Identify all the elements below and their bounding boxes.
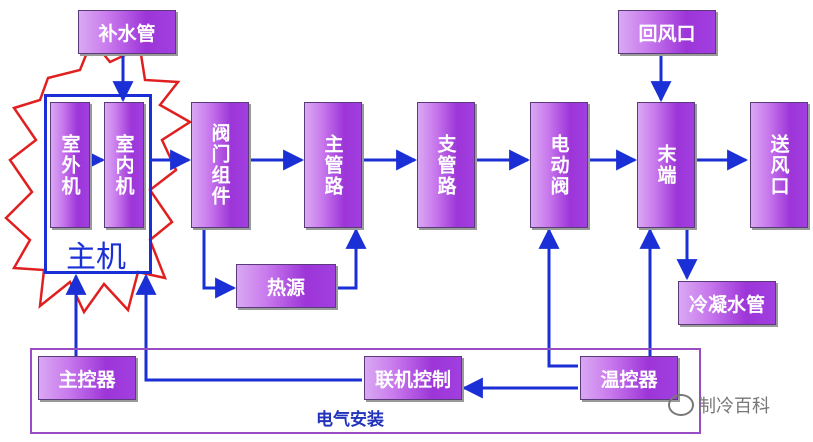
host-frame <box>44 94 152 274</box>
node-supply-air: 送风口 <box>750 102 808 228</box>
node-main-controller: 主控器 <box>38 356 136 400</box>
node-heat-source: 热源 <box>236 264 336 308</box>
wechat-icon <box>668 394 694 416</box>
electrical-install-label: 电气安装 <box>316 410 384 430</box>
arrow-valve-to-heatsource <box>202 228 237 299</box>
node-outdoor-unit: 室外机 <box>50 102 90 228</box>
watermark-text: 制冷百科 <box>698 396 770 417</box>
node-indoor-unit: 室内机 <box>104 102 144 228</box>
arrow-thermostat-to-motorvalve <box>538 227 578 368</box>
node-motorized-valve: 电动阀 <box>530 102 588 228</box>
node-valve-group: 阀门组件 <box>191 102 249 228</box>
watermark: 制冷百科 <box>668 392 770 418</box>
arrow-linkage-to-host <box>135 273 362 382</box>
node-main-pipe: 主管路 <box>304 102 362 228</box>
node-linkage-control: 联机控制 <box>364 356 462 400</box>
arrow-heatsource-to-main <box>338 227 367 290</box>
host-label: 主机 <box>66 240 126 275</box>
node-terminal: 末端 <box>637 102 695 228</box>
node-return-air: 回风口 <box>618 10 716 54</box>
node-thermostat: 温控器 <box>580 356 678 400</box>
node-branch-pipe: 支管路 <box>417 102 475 228</box>
node-make-up-water: 补水管 <box>78 10 176 54</box>
electrical-install-frame <box>30 348 701 434</box>
node-condensate-pipe: 冷凝水管 <box>678 281 776 325</box>
